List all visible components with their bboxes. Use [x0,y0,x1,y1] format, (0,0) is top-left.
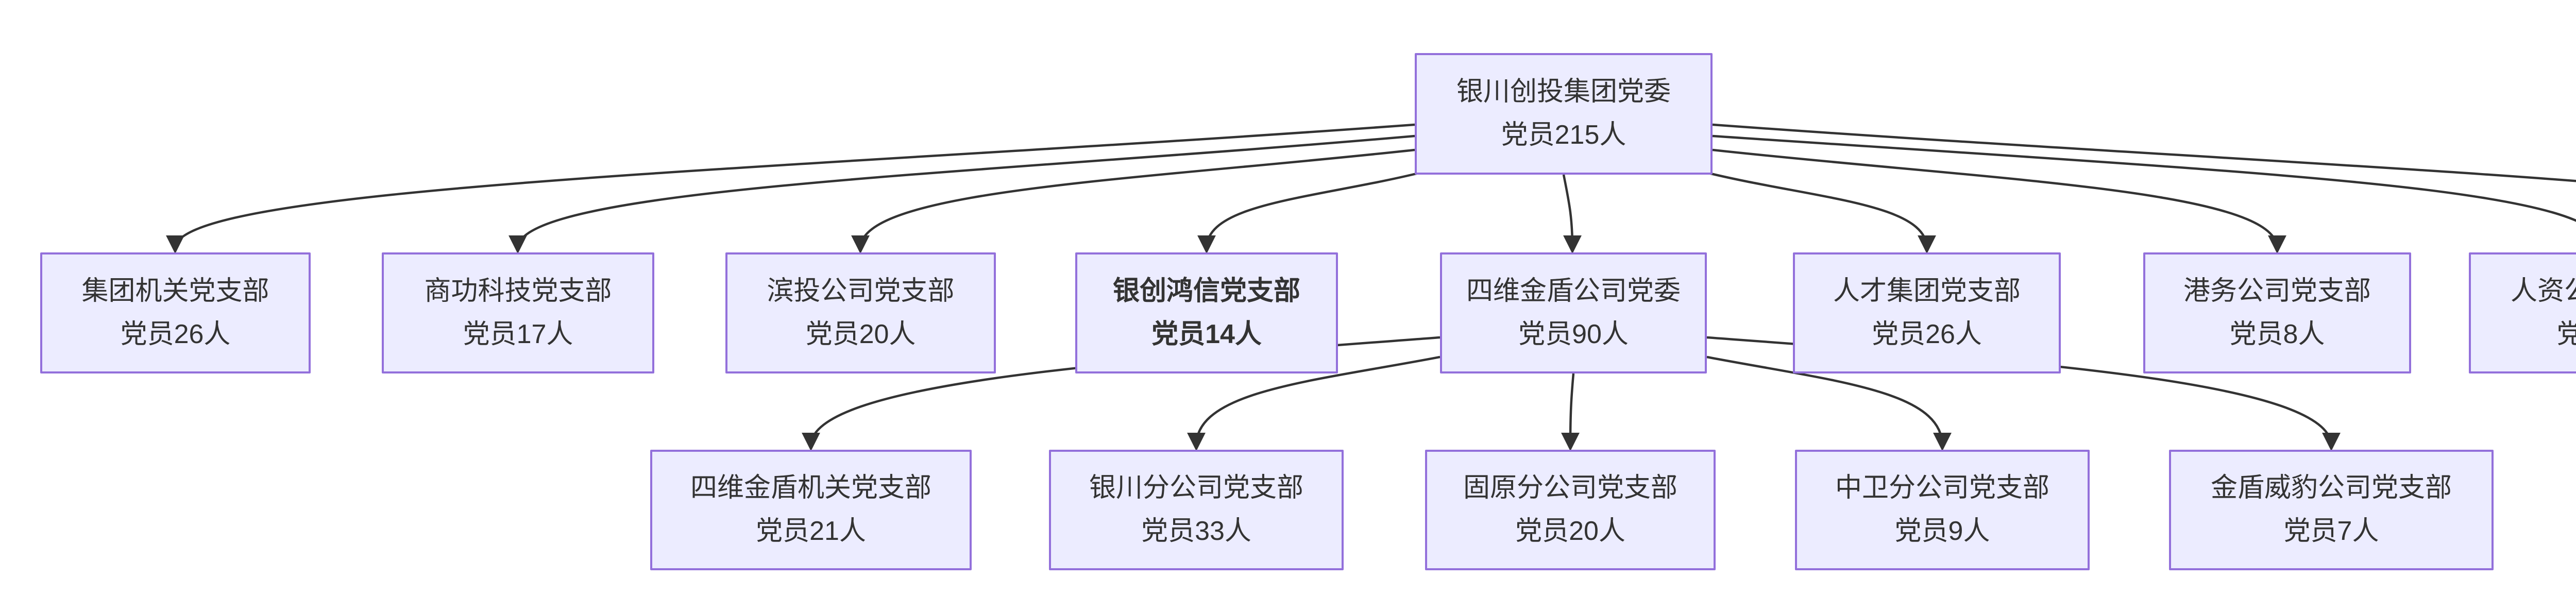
org-node-members: 党员9人 [1894,516,1990,546]
edge-root-to-l2-0 [166,123,1415,254]
edge-l2-4-to-l3-1 [1187,355,1440,451]
org-node-name: 商功科技党支部 [424,276,612,306]
edge-root-to-l2-7 [1712,134,2576,222]
org-node-shanggongkeji: 商功科技党支部 党员17人 [382,252,654,373]
org-node-jituanjiguan: 集团机关党支部 党员26人 [40,252,311,373]
org-node-name: 四维金盾公司党委 [1466,276,1681,306]
org-node-guyuanfengongsi: 固原分公司党支部 党员20人 [1425,450,1716,570]
org-node-renzigongsi: 人资公司党支部 党员5人 [2469,252,2576,373]
org-node-name: 四维金盾机关党支部 [690,473,931,503]
org-node-name: 集团机关党支部 [81,276,269,306]
org-node-members: 党员20人 [805,319,916,349]
edge-root-to-l2-2 [851,148,1415,254]
org-node-name: 银川创投集团党委 [1456,77,1671,107]
org-node-name: 银创鸿信党支部 [1112,276,1300,306]
org-node-name: 滨投公司党支部 [767,276,955,306]
org-node-members: 党员21人 [756,516,866,546]
org-node-name: 固原分公司党支部 [1463,473,1677,503]
org-node-gangwugongsi: 港务公司党支部 党员8人 [2143,252,2411,373]
org-node-name: 金盾威豹公司党支部 [2210,473,2452,503]
org-node-name: 港务公司党支部 [2183,276,2371,306]
org-node-members: 党员26人 [120,319,231,349]
org-node-name: 人资公司党支部 [2510,276,2576,306]
edge-root-to-l2-6 [1712,148,2286,254]
org-node-members: 党员90人 [1518,319,1629,349]
org-node-members: 党员8人 [2229,319,2325,349]
org-node-members: 党员17人 [463,319,573,349]
org-node-siweijindun-committee: 四维金盾公司党委 党员90人 [1440,252,1707,373]
org-node-members: 党员7人 [2283,516,2379,546]
org-node-jindunweibao: 金盾威豹公司党支部 党员7人 [2169,450,2494,570]
org-node-name: 人才集团党支部 [1833,276,2021,306]
org-node-members: 党员20人 [1515,516,1625,546]
org-node-name: 银川分公司党支部 [1089,473,1303,503]
org-node-members: 党员33人 [1141,516,1251,546]
org-node-members: 党员215人 [1501,120,1626,150]
edge-root-to-l2-5 [1700,169,1936,254]
org-node-yinchuanfengongsi: 银川分公司党支部 党员33人 [1049,450,1344,570]
edge-l2-4-to-l3-2 [1561,373,1580,451]
org-node-siweijindun-jiguan: 四维金盾机关党支部 党员21人 [650,450,972,570]
org-node-name: 中卫分公司党支部 [1835,473,2049,503]
edge-root-to-l2-3 [1197,169,1428,254]
edge-l2-4-to-l3-3 [1706,355,1952,451]
edge-root-to-l2-8 [1712,123,2576,182]
org-node-members: 党员14人 [1151,319,1262,349]
org-node-yinchuanghongxin: 银创鸿信党支部 党员14人 [1075,252,1338,373]
org-node-members: 党员26人 [1872,319,1982,349]
org-node-members: 党员5人 [2556,319,2576,349]
org-node-zhongweifengongsi: 中卫分公司党支部 党员9人 [1795,450,2090,570]
edge-root-to-l2-4 [1562,174,1582,254]
org-node-bintougongsi: 滨投公司党支部 党员20人 [725,252,996,373]
edge-root-to-l2-1 [509,134,1415,254]
org-node-rencaijituan: 人才集团党支部 党员26人 [1793,252,2061,373]
org-node-root: 银川创投集团党委 党员215人 [1415,53,1713,175]
